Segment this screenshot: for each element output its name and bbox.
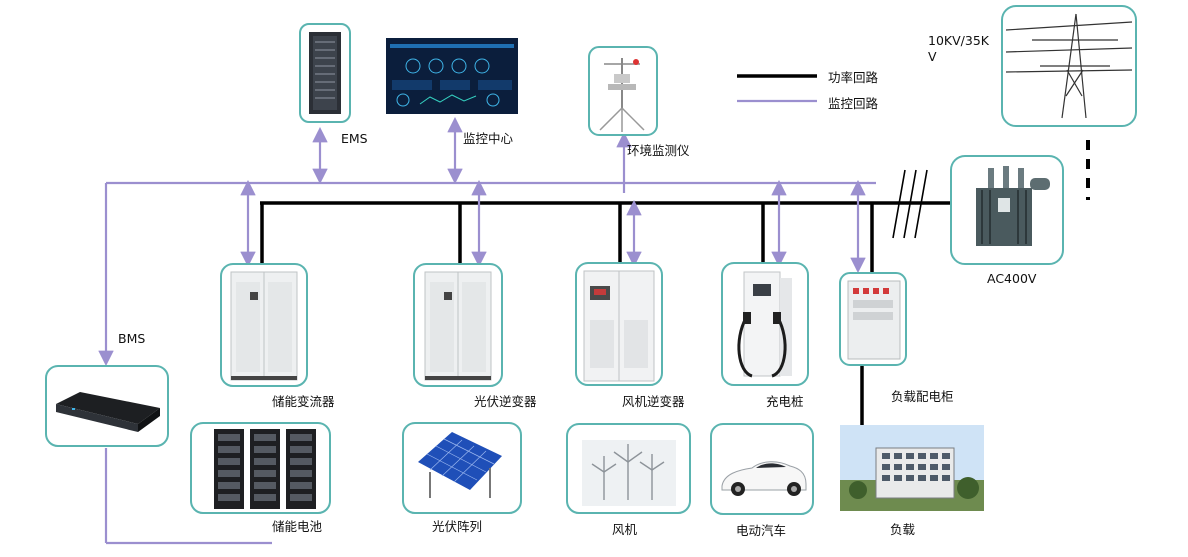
ems-label: EMS xyxy=(341,131,368,146)
wind-inverter-label: 风机逆变器 xyxy=(622,394,685,409)
transmission-tower-icon xyxy=(1001,5,1137,127)
pv-inverter-label: 光伏逆变器 xyxy=(474,394,537,409)
ems-server-icon[interactable] xyxy=(299,23,351,123)
monitor-center-screen[interactable] xyxy=(386,38,518,114)
storage-battery-label: 储能电池 xyxy=(272,519,323,534)
grid-voltage-label-line2: V xyxy=(928,49,937,64)
legend xyxy=(737,74,817,103)
pv-inverter-cabinet[interactable] xyxy=(413,263,503,387)
power-bus xyxy=(260,201,1060,425)
bms-device-icon[interactable] xyxy=(45,365,169,447)
charging-pile[interactable] xyxy=(721,262,809,386)
transformer-label: AC400V xyxy=(987,271,1037,286)
charging-pile-label: 充电桩 xyxy=(766,394,804,409)
load-cabinet-label: 负载配电柜 xyxy=(891,389,954,404)
monitor-center-label: 监控中心 xyxy=(463,131,514,146)
load-building[interactable] xyxy=(840,425,984,511)
environment-monitor-icon[interactable] xyxy=(588,46,658,136)
wind-turbines[interactable] xyxy=(566,423,691,514)
bus-break-marks xyxy=(892,169,928,239)
wind-inverter-cabinet[interactable] xyxy=(575,262,663,386)
grid-voltage-label-line1: 10KV/35K xyxy=(928,33,989,48)
monitor-bus xyxy=(98,116,876,545)
ev-label: 电动汽车 xyxy=(736,523,787,538)
transformer-icon xyxy=(950,155,1064,265)
electric-vehicle[interactable] xyxy=(710,423,814,515)
wind-turbine-label: 风机 xyxy=(612,522,638,537)
bms-label: BMS xyxy=(118,331,146,346)
legend-monitor-label: 监控回路 xyxy=(828,96,879,111)
pv-array-panel[interactable] xyxy=(402,422,522,514)
load-distribution-cabinet[interactable] xyxy=(839,272,907,366)
env-monitor-label: 环境监测仪 xyxy=(627,143,690,158)
storage-converter-cabinet[interactable] xyxy=(220,263,308,387)
load-label: 负载 xyxy=(890,522,916,537)
legend-power-label: 功率回路 xyxy=(828,70,879,85)
storage-converter-label: 储能变流器 xyxy=(272,394,335,409)
pv-array-label: 光伏阵列 xyxy=(432,519,483,534)
storage-battery-racks[interactable] xyxy=(190,422,331,514)
